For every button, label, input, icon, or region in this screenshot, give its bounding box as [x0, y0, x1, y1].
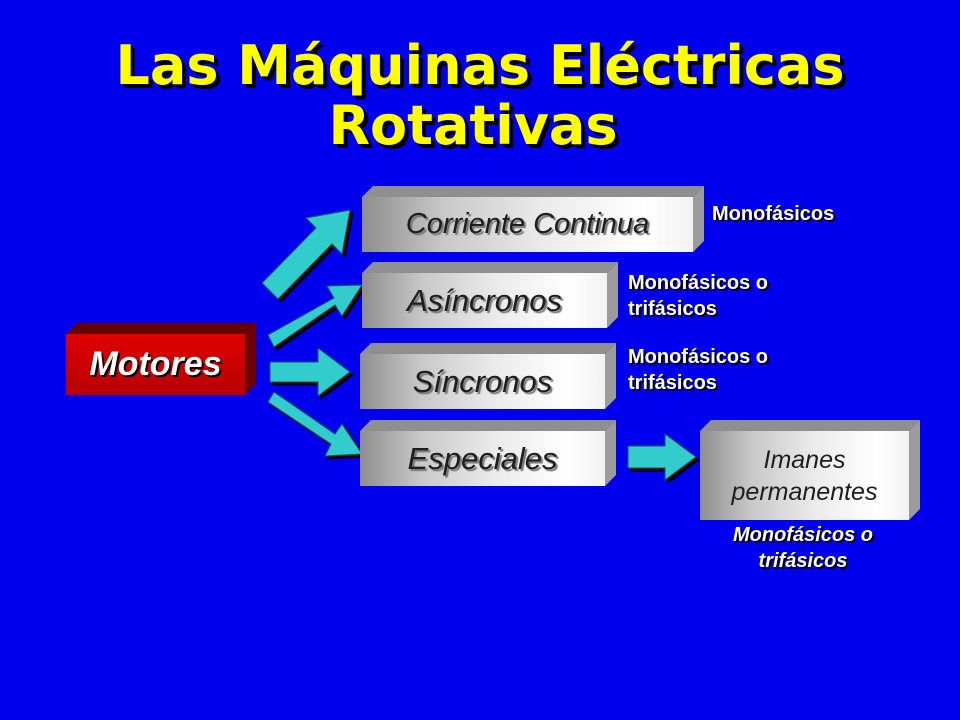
motores-label: Motores — [89, 345, 222, 383]
arrow-to-asincronos — [267, 284, 363, 348]
arrow-to-especiales — [267, 391, 363, 457]
label-corriente-continua: Corriente Continua — [405, 208, 650, 240]
note-imanes-permanentes: Monofásicos o trifásicos — [732, 524, 873, 572]
box-imanes-permanentes: Imanes permanentes — [700, 420, 920, 520]
title-line-2: Rotativas — [328, 94, 618, 157]
label-asincronos: Asíncronos — [406, 282, 563, 318]
label-sincronos: Síncronos — [412, 363, 553, 399]
arrow-to-imanes — [627, 433, 697, 481]
box-corriente-continua: Corriente Continua — [362, 186, 704, 252]
box-especiales: Especiales — [360, 420, 616, 486]
label-imanes: Imanes — [763, 445, 846, 474]
box-sincronos: Síncronos — [360, 343, 616, 409]
label-especiales: Especiales — [407, 440, 558, 476]
label-permanentes: permanentes — [731, 477, 878, 506]
motores-box: Motores — [66, 323, 256, 395]
title-line-1: Las Máquinas Eléctricas — [115, 34, 845, 97]
note-sincronos: Monofásicos o trifásicos — [628, 346, 769, 394]
page-title: Las Máquinas Eléctricas Rotativas — [0, 36, 960, 156]
note-corriente-continua: Monofásicos — [712, 203, 835, 225]
box-asincronos: Asíncronos — [362, 262, 618, 328]
note-asincronos: Monofásicos o trifásicos — [628, 272, 769, 320]
arrow-to-corriente-continua — [261, 209, 351, 300]
arrow-to-sincronos — [269, 347, 351, 397]
